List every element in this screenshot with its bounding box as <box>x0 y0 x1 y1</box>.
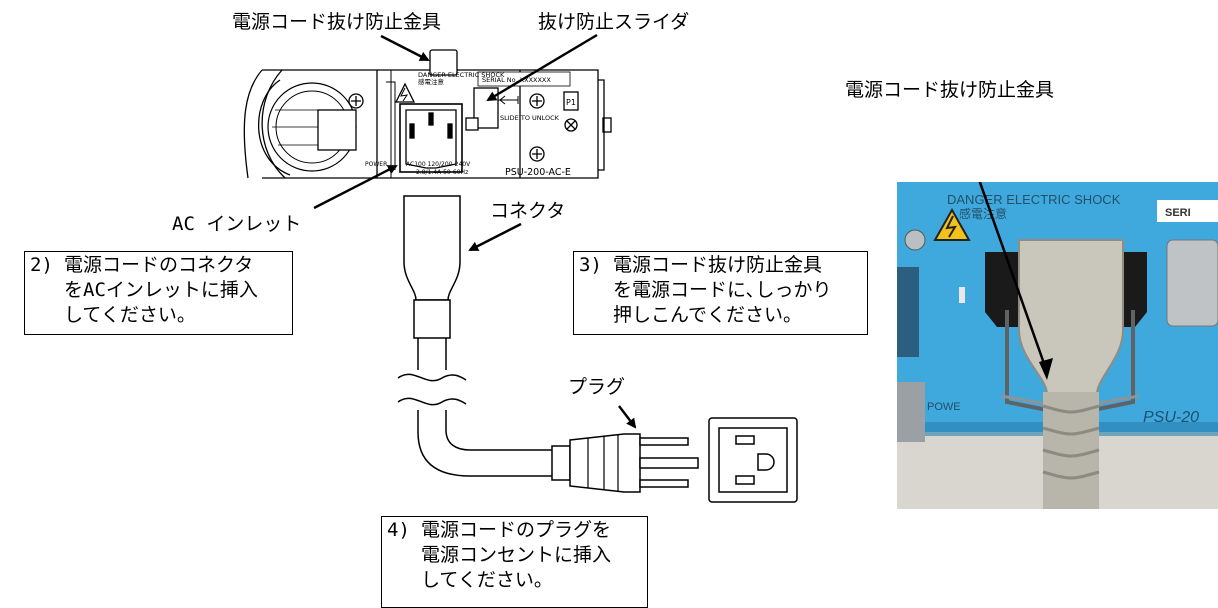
panel-rating-2: 2.8/1.4A 50-60Hz <box>416 169 468 176</box>
screw-icon <box>529 93 545 109</box>
psu-unit <box>243 49 612 179</box>
step-line: してください。 <box>421 569 553 591</box>
photo-power-text: POWE <box>927 401 961 413</box>
label-plug: プラグ <box>568 376 626 398</box>
cord-break-mark <box>397 373 467 406</box>
step-line: 電源コンセントに挿入 <box>421 544 612 566</box>
panel-danger-text: DANGER ELECTRIC SHOCK <box>418 71 505 79</box>
step-line: 電源コード抜け防止金具 <box>613 254 823 276</box>
label-connector: コネクタ <box>490 200 566 222</box>
panel-p1-text: P1 <box>566 98 576 107</box>
retainer-photo: DANGER ELECTRIC SHOCK 感電注意 SERI POWE PSU… <box>897 182 1218 509</box>
label-retainer-top: 電源コード抜け防止金具 <box>232 11 442 33</box>
arrow-connector <box>468 222 522 252</box>
panel-rating-1: AC100 120/200-240V <box>406 161 471 168</box>
step-number: 4) <box>387 519 410 541</box>
step-line: 電源コードのコネクタ <box>64 254 254 276</box>
panel-serial-text: SERIAL No. XXXXXXX <box>482 76 551 84</box>
step-line: 電源コードのプラグを <box>421 519 612 541</box>
photo-model-text: PSU-20 <box>1143 409 1199 426</box>
label-slider: 抜け防止スライダ <box>538 11 690 33</box>
step-box-4: 4) 電源コードのプラグを 電源コンセントに挿入 してください。 <box>381 516 648 608</box>
step-number: 2) <box>30 254 53 276</box>
label-retainer-photo: 電源コード抜け防止金具 <box>845 79 1055 101</box>
photo-serial-text: SERI <box>1165 207 1191 219</box>
panel-model-text: PSU-200-AC-E <box>505 167 571 178</box>
cord-connector <box>403 195 461 339</box>
step-line: をACインレットに挿入 <box>64 279 258 301</box>
photo-danger-text: DANGER ELECTRIC SHOCK <box>947 192 1121 207</box>
step-line: 押しこんでください。 <box>613 304 803 326</box>
step-box-2: 2) 電源コードのコネクタ をACインレットに挿入 してください。 <box>24 251 293 335</box>
step-line: してください。 <box>64 304 196 326</box>
step-box-3: 3) 電源コード抜け防止金具 を電源コードに､しっかり 押しこんでください。 <box>573 251 868 335</box>
label-ac-inlet: AC インレット <box>172 213 302 235</box>
panel-slide-text: SLIDE TO UNLOCK <box>500 114 560 122</box>
arrow-ac-inlet <box>313 164 398 210</box>
arrow-slider <box>486 33 598 102</box>
panel-danger-jp-text: 感電注意 <box>418 77 445 86</box>
power-cord <box>417 338 552 477</box>
power-outlet <box>708 417 798 503</box>
arrow-retainer-top <box>380 34 430 62</box>
screw-icon <box>529 146 545 162</box>
panel-power-text: POWER <box>365 161 387 168</box>
screw-icon <box>564 118 578 132</box>
arrow-plug <box>618 405 637 429</box>
screw-icon <box>348 93 364 109</box>
step-number: 3) <box>579 254 602 276</box>
plug <box>551 433 699 493</box>
warning-icon <box>933 207 971 241</box>
photo-danger-jp-text: 感電注意 <box>959 206 1007 221</box>
step-line: を電源コードに､しっかり <box>613 279 832 301</box>
